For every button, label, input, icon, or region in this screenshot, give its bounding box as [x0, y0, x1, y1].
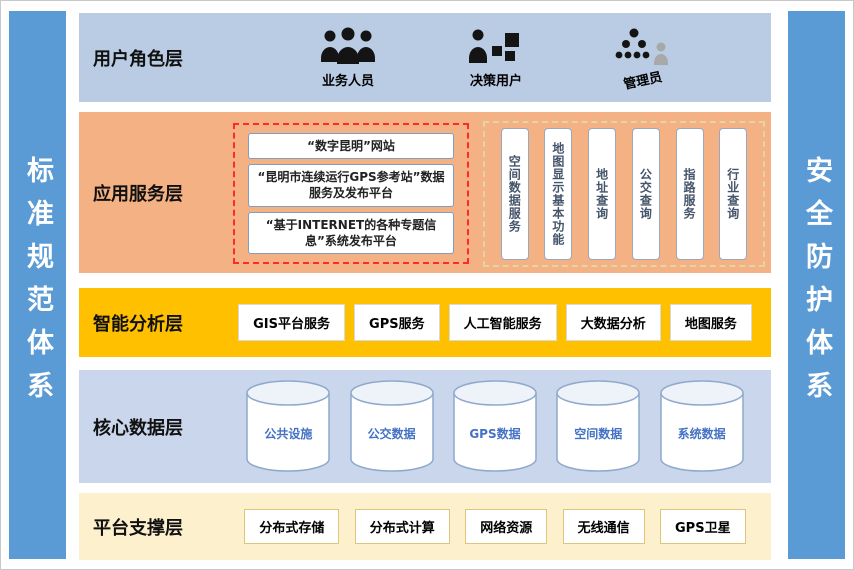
user-roles-content: 业务人员 决策用户 [229, 13, 761, 102]
analysis-chip: 地图服务 [669, 304, 752, 341]
service-box: 行业查询 [719, 128, 748, 260]
role-label: 业务人员 [321, 73, 374, 89]
database-label: 公交数据 [367, 426, 416, 441]
platform-pill: 网络资源 [465, 509, 548, 544]
role-business-users: 业务人员 [317, 27, 379, 89]
layer-app-services-label: 应用服务层 [93, 183, 183, 205]
role-label: 决策用户 [469, 73, 522, 89]
left-pillar-label: 标准规范体系 [22, 156, 53, 414]
layer-analysis-label: 智能分析层 [93, 313, 183, 335]
database-label: 系统数据 [677, 426, 726, 441]
database-icon [349, 379, 434, 472]
portal-box: “数字昆明”网站 [248, 133, 454, 160]
database-icon [453, 379, 537, 472]
analysis-chip: 人工智能服务 [448, 304, 557, 341]
role-label: 管理员 [622, 69, 665, 93]
layer-analysis: 智能分析层 GIS平台服务 GPS服务 人工智能服务 大数据分析 地图服务 [79, 288, 771, 357]
right-pillar-label: 安全防护体系 [801, 156, 832, 414]
portal-group: “数字昆明”网站 “昆明市连续运行GPS参考站”数据服务及发布平台 “基于INT… [233, 123, 469, 264]
layer-core-data-label: 核心数据层 [93, 417, 183, 439]
platform-content: 分布式存储 分布式计算 网络资源 无线通信 GPS卫星 [229, 493, 761, 560]
layer-core-data: 核心数据层 公共设施 公交数据 [79, 370, 771, 483]
business-users-icon [321, 27, 375, 64]
layer-platform: 平台支撑层 分布式存储 分布式计算 网络资源 无线通信 GPS卫星 [79, 493, 771, 560]
service-box: 公交查询 [631, 128, 660, 260]
service-box: 指路服务 [675, 128, 704, 260]
database-cylinder: 公交数据 [348, 379, 436, 474]
database-label: 空间数据 [574, 426, 623, 441]
role-decision-user: 决策用户 [467, 27, 525, 89]
platform-pill: 分布式计算 [354, 509, 450, 544]
database-cylinder: 公共设施 [244, 379, 332, 474]
analysis-chip: GPS服务 [354, 304, 440, 341]
database-label: GPS数据 [469, 426, 521, 441]
service-box: 地图显示基本功能 [544, 128, 573, 260]
database-icon [556, 379, 641, 472]
platform-pill: 分布式存储 [244, 509, 340, 544]
database-cylinder: GPS数据 [451, 379, 539, 474]
left-pillar: 标准规范体系 [9, 11, 66, 559]
analysis-chip: 大数据分析 [565, 304, 661, 341]
layer-user-roles-label: 用户角色层 [93, 48, 183, 70]
right-pillar: 安全防护体系 [788, 11, 845, 559]
database-icon [246, 379, 331, 472]
platform-pill: 无线通信 [562, 509, 645, 544]
layer-user-roles: 用户角色层 业务人员 [79, 13, 771, 102]
core-data-content: 公共设施 公交数据 GPS数据 [229, 370, 761, 483]
layer-app-services: 应用服务层 “数字昆明”网站 “昆明市连续运行GPS参考站”数据服务及发布平台 … [79, 112, 771, 273]
analysis-content: GIS平台服务 GPS服务 人工智能服务 大数据分析 地图服务 [229, 288, 761, 357]
role-admin: 管理员 [613, 27, 673, 92]
database-icon [659, 379, 744, 472]
portal-box: “昆明市连续运行GPS参考站”数据服务及发布平台 [248, 164, 454, 207]
decision-user-icon [469, 29, 519, 63]
database-cylinder: 系统数据 [658, 379, 746, 474]
platform-pill: GPS卫星 [660, 509, 746, 544]
admin-icon [615, 28, 668, 65]
service-box: 地址查询 [588, 128, 617, 260]
analysis-chip: GIS平台服务 [238, 304, 345, 341]
layer-platform-label: 平台支撑层 [93, 517, 183, 539]
services-group: 空间数据服务 地图显示基本功能 地址查询 公交查询 指路服务 行业查询 [483, 121, 765, 267]
portal-box: “基于INTERNET的各种专题信息”系统发布平台 [248, 211, 454, 254]
database-label: 公共设施 [264, 426, 313, 441]
service-box: 空间数据服务 [500, 128, 529, 260]
database-cylinder: 空间数据 [554, 379, 642, 474]
